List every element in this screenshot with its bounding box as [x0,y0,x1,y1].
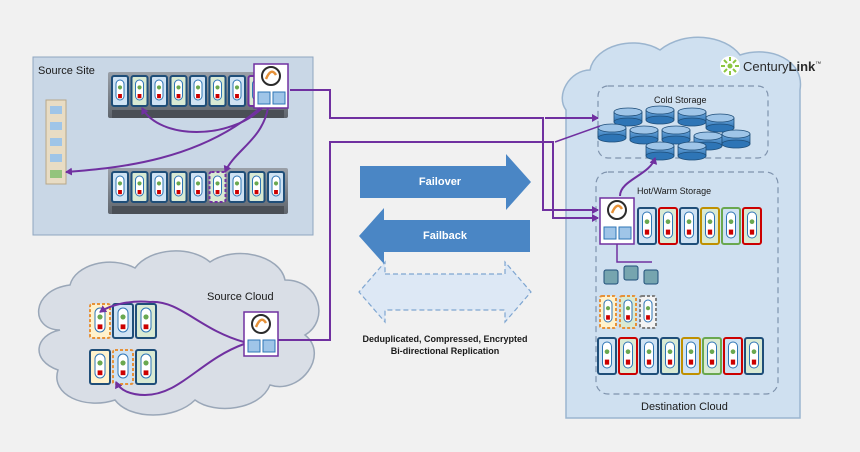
disk-icon [597,123,627,143]
vm-icon [130,171,149,203]
replication-caption-line2: Bi-directional Replication [390,346,500,356]
vm-icon [723,337,743,375]
vm-icon [189,75,207,107]
hot-warm-storage-title: Hot/Warm Storage [637,186,712,196]
vm-icon [599,295,617,329]
vm-icon [619,295,637,329]
vm-icon [150,75,168,107]
failback-label: Failback [422,230,468,242]
replication-arrow [358,260,532,324]
disk-icon [705,113,735,133]
source-site-title: Source Site [38,65,95,77]
vm-icon [639,337,659,375]
brand-name: CenturyLink™ [743,59,821,74]
disk-icon [613,107,643,127]
hot-warm-storage-box [595,171,779,395]
disk-icon [645,105,675,125]
brand-name-part2: Link [788,59,816,74]
brand-trademark: ™ [815,61,822,68]
failback-arrow[interactable] [359,208,530,264]
source-cloud-title: Source Cloud [207,291,274,303]
vm-icon [660,337,680,375]
vm-icon [112,349,134,385]
vm-icon [228,75,246,107]
disk-icon [661,125,691,145]
vm-icon [208,75,227,107]
hot-storage-mid-items [599,265,659,329]
hot-to-cold-arrow [619,157,658,197]
vm-icon [135,303,157,339]
source-cloud-vms [89,303,157,385]
vm-icon [267,171,285,203]
hot-internal-arrow [616,244,652,263]
replication-appliance-icon [253,63,289,109]
vm-icon [247,171,266,203]
disk-icon [677,107,707,127]
disk-icon [677,141,707,161]
vm-icon [112,303,134,339]
vm-icon [702,337,722,375]
vm-icon [228,171,246,203]
vm-icon [111,171,129,203]
hot-storage-vm-row-top [637,207,762,245]
vm-icon [135,349,157,385]
vm-icon [681,337,701,375]
cloud-flow-arrow-down [115,343,245,397]
disk-icon [721,129,751,149]
vm-icon [208,171,227,203]
vm-icon [169,75,188,107]
vm-icon [700,207,720,245]
disk-icon [623,265,639,281]
connector-cloud-to-cold [554,125,601,143]
cloud-flow-arrow-up [99,300,245,343]
flow-arrow-vm-loop [141,107,263,133]
disk-icon [629,125,659,145]
vm-icon [618,337,638,375]
vm-icon [89,349,111,385]
vm-icon [150,171,168,203]
destination-appliance-icon [599,197,635,245]
vm-icon [597,337,617,375]
disk-icon [645,141,675,161]
failover-label: Failover [418,176,462,188]
vm-icon [637,207,657,245]
source-vm-row-bottom [111,171,285,203]
vm-icon [658,207,678,245]
vm-icon [169,171,188,203]
hot-storage-vm-row-bottom [597,337,764,375]
source-vm-row-top [111,75,266,107]
cold-storage-title: Cold Storage [654,95,707,105]
cold-storage-disks [597,105,751,161]
vm-icon [89,303,111,339]
vm-icon [721,207,741,245]
storage-shelf-icon [45,99,67,185]
brand-name-part1: Century [743,59,789,74]
disk-icon [643,269,659,285]
vm-icon [679,207,699,245]
vm-icon [639,295,657,329]
destination-cloud-title: Destination Cloud [641,401,728,413]
flow-arrow-vm-restore [223,107,269,173]
cold-storage-box [597,85,769,159]
replication-caption-line1: Deduplicated, Compressed, Encrypted [362,334,528,344]
vm-icon [744,337,764,375]
vm-icon [111,75,129,107]
failover-arrow[interactable] [360,154,531,210]
connector-source-cloud-to-destination [278,141,599,341]
vm-icon [189,171,207,203]
centurylink-logo-icon [720,56,740,76]
vm-icon [130,75,149,107]
replication-caption: Deduplicated, Compressed, Encrypted Bi-d… [345,333,545,357]
vm-icon [742,207,762,245]
source-cloud-appliance-icon [243,311,279,357]
disk-icon [603,269,619,285]
